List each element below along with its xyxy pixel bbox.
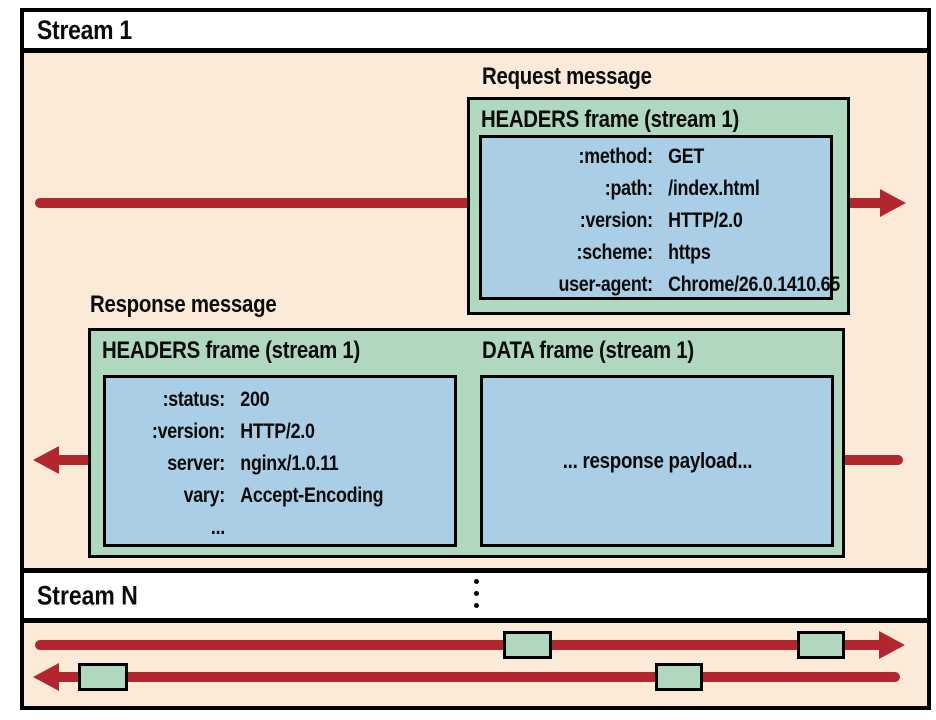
response-arrow-shaft-right [845,455,903,465]
request-message-label: Request message [482,63,652,90]
header-row: :method: GET [578,145,705,168]
stream1-title-bar: Stream 1 [24,12,927,53]
header-row: user-agent: Chrome/26.0.1410.65 [558,273,840,296]
header-row: :path: /index.html [604,177,760,200]
frame-block [797,631,845,659]
stream1-body: Request message HEADERS frame (stream 1)… [24,53,927,573]
response-message-label: Response message [90,291,277,318]
response-data-payload: ... response payload... [480,375,834,547]
request-arrow-shaft-right [850,198,882,208]
request-arrow-right-icon [880,189,906,217]
header-row: :version: HTTP/2.0 [151,420,315,443]
streamN-arrow-left-icon [33,663,59,691]
response-data-frame-title: DATA frame (stream 1) [482,337,694,364]
streamN-response-arrow-shaft [57,672,900,682]
header-row: :scheme: https [576,241,711,264]
streamN-title-bar: Stream N [24,573,927,623]
streamN-arrow-right-icon [879,631,905,659]
response-frames-container: HEADERS frame (stream 1) DATA frame (str… [88,328,845,558]
response-header-list: :status: 200 :version: HTTP/2.0 server: … [106,384,455,544]
header-row: :status: 200 [162,388,270,411]
response-arrow-shaft-left [57,455,88,465]
streamN-body [24,623,927,706]
response-arrow-left-icon [33,446,59,474]
streamN-label: Stream N [37,580,138,610]
request-header-list: :method: GET :path: /index.html :version… [482,141,840,301]
response-payload-text: ... response payload... [562,448,752,473]
header-row: server: nginx/1.0.11 [167,452,339,475]
diagram-outer-frame: Stream 1 Request message HEADERS frame (… [20,8,931,710]
frame-block [655,663,703,691]
frame-block [503,631,552,659]
frame-block [78,663,128,691]
header-row: vary: Accept-Encoding [183,484,384,507]
stream1-label: Stream 1 [37,14,132,45]
request-headers-frame-title: HEADERS frame (stream 1) [481,106,740,133]
response-headers-frame-title: HEADERS frame (stream 1) [102,337,361,364]
ellipsis-vertical-icon [474,579,479,608]
header-row: ... [210,516,225,539]
streamN-request-arrow-shaft [35,640,881,650]
response-headers-payload: :status: 200 :version: HTTP/2.0 server: … [103,375,457,547]
request-headers-frame: HEADERS frame (stream 1) :method: GET :p… [467,97,850,315]
request-arrow-shaft [35,198,467,208]
header-row: :version: HTTP/2.0 [579,209,743,232]
request-headers-payload: :method: GET :path: /index.html :version… [479,135,840,301]
